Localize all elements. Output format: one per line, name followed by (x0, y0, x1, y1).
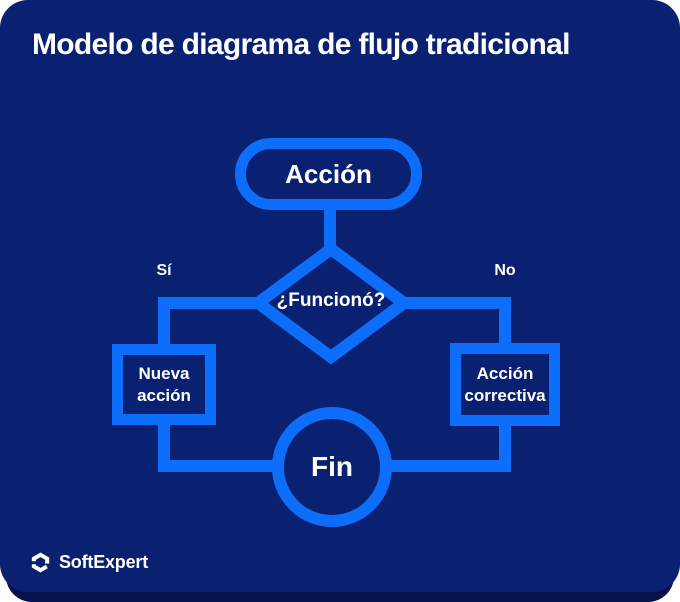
end-circle: Fin (272, 407, 392, 527)
no-branch-label: No (494, 262, 516, 279)
footer-brand: SoftExpert (30, 552, 148, 573)
end-circle-label: Fin (311, 451, 353, 482)
no-process-box: Acción correctiva (450, 343, 560, 426)
brand-name: SoftExpert (59, 552, 149, 572)
start-terminator-label: Acción (285, 158, 372, 189)
page-title: Modelo de diagrama de flujo tradicional (32, 28, 570, 61)
decision-label: ¿Funcionó? (276, 290, 386, 311)
no-process-label: Acción correctiva (464, 363, 546, 405)
yes-process-box: Nueva acción (112, 344, 216, 425)
start-terminator: Acción (235, 138, 422, 210)
yes-process-label: Nueva acción (137, 363, 191, 405)
connector-decision-to-yes (158, 297, 276, 309)
hexagon-loop-icon (31, 552, 50, 573)
connector-decision-to-no (396, 297, 511, 309)
yes-branch-label: Sí (156, 262, 172, 279)
